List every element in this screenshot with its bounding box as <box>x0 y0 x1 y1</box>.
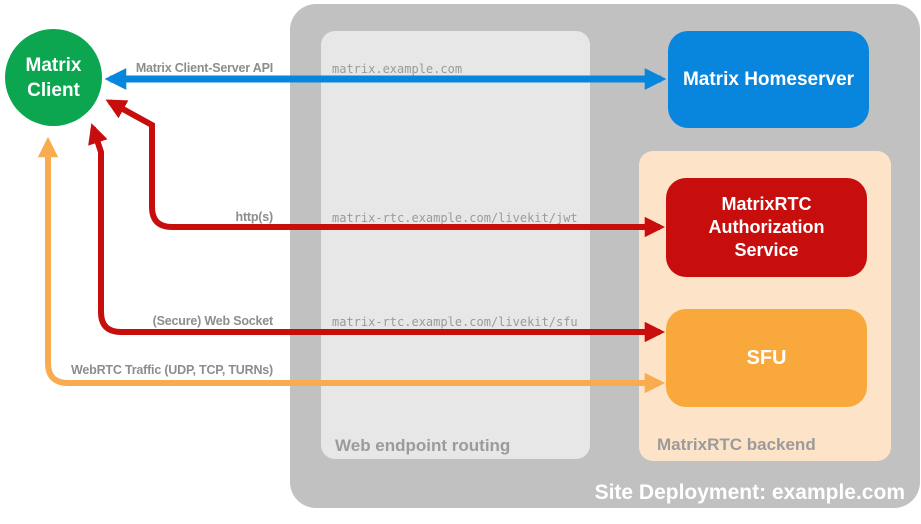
site-deployment-label: Site Deployment: example.com <box>594 481 905 504</box>
client-server-api-arrow-label: Matrix Client-Server API <box>135 61 273 75</box>
sfu-node: SFU <box>666 309 867 407</box>
matrix-homeserver-label: Matrix Homeserver <box>682 68 855 90</box>
matrix-client-node: Matrix Client <box>5 29 102 126</box>
web-endpoint-routing-label: Web endpoint routing <box>335 436 511 455</box>
matrixrtc-authorization-service-label: MatrixRTC Authorization Service <box>708 194 825 260</box>
web-socket-arrow-label: (Secure) Web Socket <box>152 314 274 328</box>
https-arrow-label: http(s) <box>235 210 274 224</box>
endpoint-url-livekit-sfu: matrix-rtc.example.com/livekit/sfu <box>332 315 578 329</box>
endpoint-url-livekit-jwt: matrix-rtc.example.com/livekit/jwt <box>332 211 578 225</box>
matrix-client-label: Matrix Client <box>25 54 82 101</box>
matrixrtc-backend-label: MatrixRTC backend <box>657 435 816 454</box>
matrix-homeserver-node: Matrix Homeserver <box>668 31 869 128</box>
endpoint-url-homeserver: matrix.example.com <box>332 62 463 76</box>
web-endpoint-routing-container <box>321 31 590 459</box>
webrtc-traffic-arrow-label: WebRTC Traffic (UDP, TCP, TURNs) <box>71 363 273 377</box>
matrixrtc-authorization-service-node: MatrixRTC Authorization Service <box>666 178 867 277</box>
sfu-label: SFU <box>746 346 787 369</box>
